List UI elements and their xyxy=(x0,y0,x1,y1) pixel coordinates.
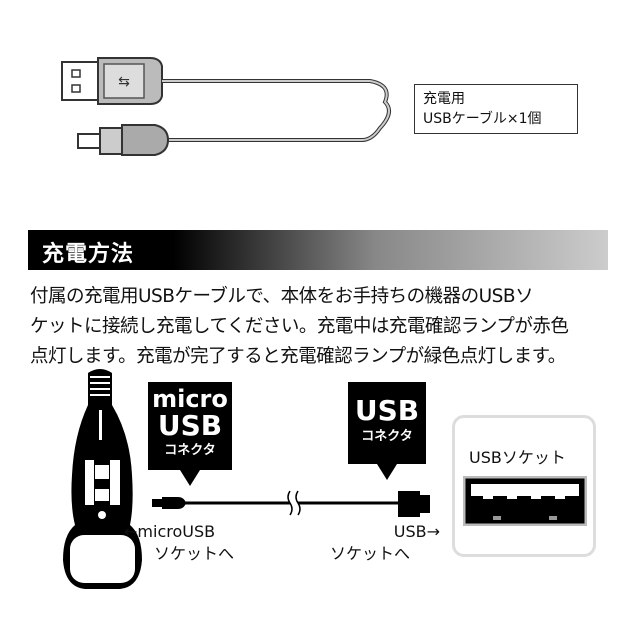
usb-callout-line1: USB xyxy=(354,394,420,427)
usb-a-plug-icon: ⇆ xyxy=(61,57,163,105)
micro-callout-line3: コネクタ xyxy=(164,443,216,458)
micro-target-line2: ソケットへ xyxy=(154,544,235,563)
usb-cable-illustration: ⇆ xyxy=(61,57,391,156)
section-title: 充電方法 xyxy=(42,242,135,267)
section-header: 充電方法 xyxy=(28,230,608,270)
micro-target-line1: ←microUSB xyxy=(124,522,216,541)
callout-pointer xyxy=(377,464,397,480)
device-illustration xyxy=(63,369,142,589)
instruction-line: ケットに接続し充電してください。充電中は充電確認ランプが赤色 xyxy=(30,316,569,337)
callout-pointer xyxy=(180,470,200,486)
usb-target-line2: ソケットへ xyxy=(330,544,411,563)
break-mark-icon xyxy=(287,490,301,516)
cable-label-line1: 充電用 xyxy=(423,91,465,107)
usb-socket-label: USBソケット xyxy=(469,448,566,467)
micro-callout-line1: micro xyxy=(152,385,228,413)
cable-diagram xyxy=(152,490,430,517)
instruction-line: 付属の充電用USBケーブルで、本体をお手持ちの機器のUSBソ xyxy=(30,286,534,307)
micro-usb-connector-callout: micro USB コネクタ xyxy=(148,382,232,470)
micro-usb-plug-icon xyxy=(152,499,162,507)
cable-contents-label: 充電用 USBケーブル×1個 xyxy=(414,84,578,134)
usb-target-line1: USB→ xyxy=(393,522,440,541)
micro-usb-plug-icon xyxy=(77,124,170,156)
cable-label-line2: USBケーブル×1個 xyxy=(423,111,542,127)
usb-connector-callout: USB コネクタ xyxy=(348,382,426,464)
micro-callout-line2: USB xyxy=(157,409,223,442)
usb-a-plug-icon xyxy=(398,491,420,517)
usb-socket-panel: USBソケット xyxy=(452,415,596,557)
micro-usb-target-label: ←microUSB ソケットへ xyxy=(124,521,234,565)
usb-socket-icon xyxy=(463,476,587,526)
usb-callout-line2: コネクタ xyxy=(361,429,413,444)
svg-text:⇆: ⇆ xyxy=(118,74,130,90)
usb-target-label: USB→ ソケットへ xyxy=(330,521,440,565)
charging-instructions: 付属の充電用USBケーブルで、本体をお手持ちの機器のUSBソ ケットに接続し充電… xyxy=(30,282,620,372)
instruction-line: 点灯します。充電が完了すると充電確認ランプが緑色点灯します。 xyxy=(30,346,566,367)
